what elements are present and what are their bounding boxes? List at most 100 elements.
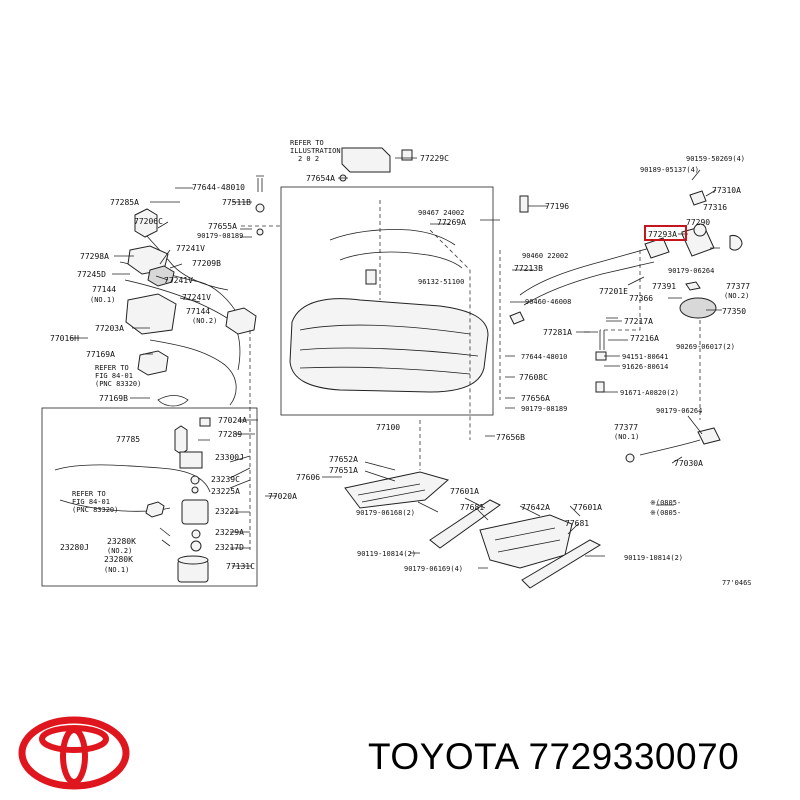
part-label: 77285A — [110, 198, 139, 207]
part-label: 77656B — [496, 433, 525, 442]
part-label: 90119-10814(2) — [357, 550, 416, 558]
part-label: 77377 — [726, 282, 750, 291]
part-label: 90179-08189 — [521, 405, 567, 413]
part-label: 77656A — [521, 394, 550, 403]
part-label: 77298A — [80, 252, 109, 261]
square-note: ※(0805- — [650, 499, 681, 507]
square-note: ※(0805- — [650, 509, 681, 517]
refer-note: 2 0 2 — [298, 155, 319, 163]
part-label: 77216A — [630, 334, 659, 343]
part-label: 90189-05137(4) — [640, 166, 699, 174]
part-label: 77310A — [712, 186, 741, 195]
refer-note: (PNC 83320) — [72, 506, 118, 514]
part-label: 96132-51100 — [418, 278, 464, 286]
part-label: 77196 — [545, 202, 569, 211]
part-label: 77644-48010 — [192, 183, 245, 192]
part-label: 77366 — [629, 294, 653, 303]
part-label: 77289 — [218, 430, 242, 439]
part-label: 90179-06264 — [656, 407, 702, 415]
part-label: 77391 — [652, 282, 676, 291]
part-label: 90179-06168(2) — [356, 509, 415, 517]
part-label: 90460 22002 — [522, 252, 568, 260]
left-harness-illustration — [119, 175, 265, 407]
part-label: 77169A — [86, 350, 115, 359]
no1-note: (NO.1) — [90, 296, 115, 304]
part-label: 77350 — [722, 307, 746, 316]
part-label: 77652A — [329, 455, 358, 464]
part-label: 77601A — [450, 487, 479, 496]
part-label: 77377 — [614, 423, 638, 432]
part-label: 77100 — [376, 423, 400, 432]
logo-outer-ellipse — [18, 716, 130, 790]
part-label: 23239C — [211, 475, 240, 484]
part-label: 77169B — [99, 394, 128, 403]
refer-note: ILLUSTRATION — [290, 147, 341, 155]
part-label: 77144 — [92, 285, 116, 294]
part-label: 77241V — [182, 293, 211, 302]
fuel-tank-illustration — [289, 147, 489, 393]
no2-note: (NO.2) — [724, 292, 749, 300]
part-label: 77229C — [420, 154, 449, 163]
part-label: 23221 — [215, 507, 239, 516]
part-label: 77020A — [268, 492, 297, 501]
brand-and-part-number: TOYOTA 7729330070 — [368, 736, 794, 778]
part-label: 77144 — [186, 307, 210, 316]
part-label: 77203A — [95, 324, 124, 333]
part-label: 90179-08189 — [197, 232, 243, 240]
highlighted-part-box — [644, 225, 687, 241]
part-label: 77608C — [519, 373, 548, 382]
no2-note: (NO.2) — [192, 317, 217, 325]
part-label: 77281A — [543, 328, 572, 337]
tank-shields-illustration — [344, 471, 602, 589]
part-label: 91626-80614 — [622, 363, 668, 371]
part-label: 77655A — [208, 222, 237, 231]
part-labels: 77644-48010 77285A 77511B 77206C 77655A … — [50, 139, 752, 587]
part-label: 77785 — [116, 435, 140, 444]
part-label: 77290 — [686, 218, 710, 227]
tank-group-frame — [280, 186, 494, 416]
leader-lines — [70, 157, 722, 569]
part-label: 77241V — [164, 276, 193, 285]
part-label: 23229A — [215, 528, 244, 537]
part-label: 77681 — [565, 519, 589, 528]
part-label: 23300J — [215, 453, 244, 462]
dashed-guides — [240, 200, 701, 550]
part-label: 77316 — [703, 203, 727, 212]
fuel-pump-illustration — [54, 417, 211, 583]
part-label: 90467 24002 — [418, 209, 464, 217]
refer-note: FIG 84-01 — [95, 372, 133, 380]
part-label: 91671-A0820(2) — [620, 389, 679, 397]
part-label: 23280K — [107, 537, 136, 546]
part-label: 77681 — [460, 503, 484, 512]
part-label: 23280K — [104, 555, 133, 564]
part-label: 77245D — [77, 270, 106, 279]
part-label: 77241V — [176, 244, 205, 253]
pump-group-frame — [41, 407, 258, 587]
part-label: 77651A — [329, 466, 358, 475]
part-label: 90179-06169(4) — [404, 565, 463, 573]
no1-note: (NO.1) — [614, 433, 639, 441]
part-label: 77511B — [222, 198, 251, 207]
part-label: 23280J — [60, 543, 89, 552]
part-label: 77030A — [674, 459, 703, 468]
refer-note: REFER TO — [95, 364, 129, 372]
refer-note: FIG 84-01 — [72, 498, 110, 506]
logo-vertical-ellipse — [60, 727, 88, 785]
filler-pipe-illustration — [509, 190, 743, 463]
part-label: 77206C — [134, 217, 163, 226]
part-label: 90460-46008 — [525, 298, 571, 306]
part-label: 77024A — [218, 416, 247, 425]
part-label: 90159-50269(4) — [686, 155, 745, 163]
part-label: 77269A — [437, 218, 466, 227]
part-label: 77016H — [50, 334, 79, 343]
part-label: 77642A — [521, 503, 550, 512]
part-label: 90269-06017(2) — [676, 343, 735, 351]
part-label: 94151-80641 — [622, 353, 668, 361]
highlighted-part-label: 77293A — [648, 230, 677, 239]
part-label: 77654A — [306, 174, 335, 183]
refer-note: (PNC 83320) — [95, 380, 141, 388]
refer-note: REFER TO — [72, 490, 106, 498]
part-label: 90119-10814(2) — [624, 554, 683, 562]
part-label: 77217A — [624, 317, 653, 326]
